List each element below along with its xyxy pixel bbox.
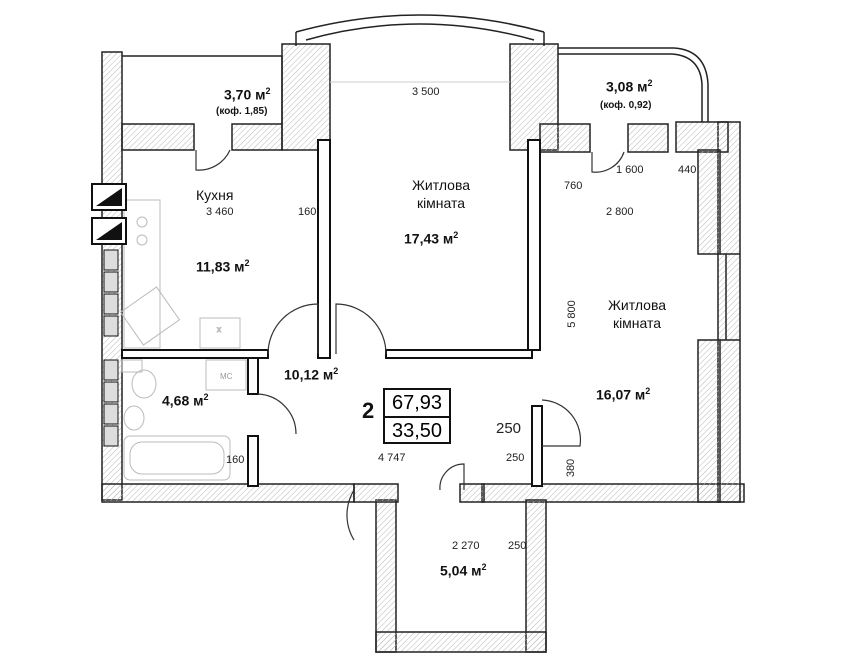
vent-shafts xyxy=(91,183,127,245)
dim-250-door: 250 xyxy=(496,420,522,437)
dim-250-small: 250 xyxy=(506,452,525,464)
dim-160-bath: 160 xyxy=(226,454,245,466)
wall-bath-right xyxy=(247,357,259,395)
kitchen-area: 11,83 м2 xyxy=(196,258,250,275)
bay-window xyxy=(295,14,545,33)
svg-text:x: x xyxy=(217,325,221,334)
door-bathroom xyxy=(257,393,297,435)
wall-living1-living2 xyxy=(527,139,541,351)
wall-storage-left xyxy=(375,499,397,653)
wall-right-top xyxy=(675,121,729,153)
wc-label: МС xyxy=(220,372,233,381)
wall-kitchen-living1 xyxy=(317,139,331,359)
door-kitchen-balcony xyxy=(195,149,231,171)
risers xyxy=(103,249,119,447)
wall-storage-top-left xyxy=(353,483,399,503)
dim-1600: 1 600 xyxy=(616,164,644,176)
door-living2-balcony xyxy=(591,151,625,173)
living2-width: 2 800 xyxy=(606,206,634,218)
wall-right-balcony-bottom1 xyxy=(539,123,591,153)
kitchen-sink xyxy=(119,286,181,346)
wall-kitchen-top2 xyxy=(231,123,283,151)
walls xyxy=(101,43,745,653)
wall-right-lower xyxy=(697,339,721,503)
hall-area: 10,12 м2 xyxy=(284,366,339,383)
hall-length: 4 747 xyxy=(378,452,406,464)
wall-kitchen-bottom xyxy=(121,349,269,359)
kitchen-width: 3 460 xyxy=(206,206,234,218)
balcony-right-area: 3,08 м2 xyxy=(606,78,653,95)
wall-bottom-left xyxy=(101,483,355,503)
wall-living1-bottom xyxy=(385,349,533,359)
kitchen-name: Кухня xyxy=(196,187,234,203)
balcony-left-area: 3,70 м2 xyxy=(224,86,271,103)
wall-living2-left-lower xyxy=(531,405,543,487)
bathroom-fixtures xyxy=(121,359,247,481)
wall-storage-right xyxy=(525,499,547,653)
living2-area: 16,07 м2 xyxy=(596,386,651,403)
door-entrance xyxy=(346,489,355,541)
dim-380: 380 xyxy=(565,458,578,478)
door-living1 xyxy=(335,303,387,355)
kitchen-fixtures: x xyxy=(119,199,241,349)
toilet xyxy=(131,369,157,399)
wall-right xyxy=(717,121,741,503)
door-storage xyxy=(439,463,465,491)
door-kitchen xyxy=(267,303,319,355)
wall-bath-right2 xyxy=(247,435,259,487)
dim-250-storage: 250 xyxy=(508,540,527,552)
doors xyxy=(195,149,625,541)
kitchen-counter xyxy=(123,199,161,349)
balcony-left-coef: (коф. 1,85) xyxy=(216,106,268,117)
dim-440: 440 xyxy=(678,164,697,176)
bay-window-inner xyxy=(305,23,535,41)
rooms-count: 2 xyxy=(362,398,375,423)
living2-length: 5 800 xyxy=(565,300,578,328)
interior-walls xyxy=(121,139,543,487)
balcony-left-rail xyxy=(122,55,283,124)
living1-width: 3 500 xyxy=(412,86,440,98)
living-area: 33,50 xyxy=(385,416,449,444)
area-summary-box: 67,93 33,50 xyxy=(383,388,451,444)
balconies xyxy=(122,14,740,341)
balcony-right-rail xyxy=(558,47,709,122)
living1-area: 17,43 м2 xyxy=(404,230,459,247)
bathtub xyxy=(123,435,231,481)
dim-760: 760 xyxy=(564,180,583,192)
dim-160-kitchen: 160 xyxy=(298,206,317,218)
storage-area: 5,04 м2 xyxy=(440,562,487,579)
bathroom-area: 4,68 м2 xyxy=(162,392,209,409)
wall-living1-left-top xyxy=(281,43,331,151)
wall-kitchen-top xyxy=(121,123,195,151)
total-area: 67,93 xyxy=(391,392,443,414)
wall-right-upper xyxy=(697,149,721,255)
wall-storage-top-right xyxy=(459,483,485,503)
door-living2 xyxy=(541,399,582,447)
wall-right-balcony-bottom2 xyxy=(627,123,669,153)
wall-storage-bottom xyxy=(375,631,547,653)
balcony-right-coef: (коф. 0,92) xyxy=(600,100,652,111)
storage-width: 2 270 xyxy=(452,540,480,552)
washbasin xyxy=(123,405,145,431)
